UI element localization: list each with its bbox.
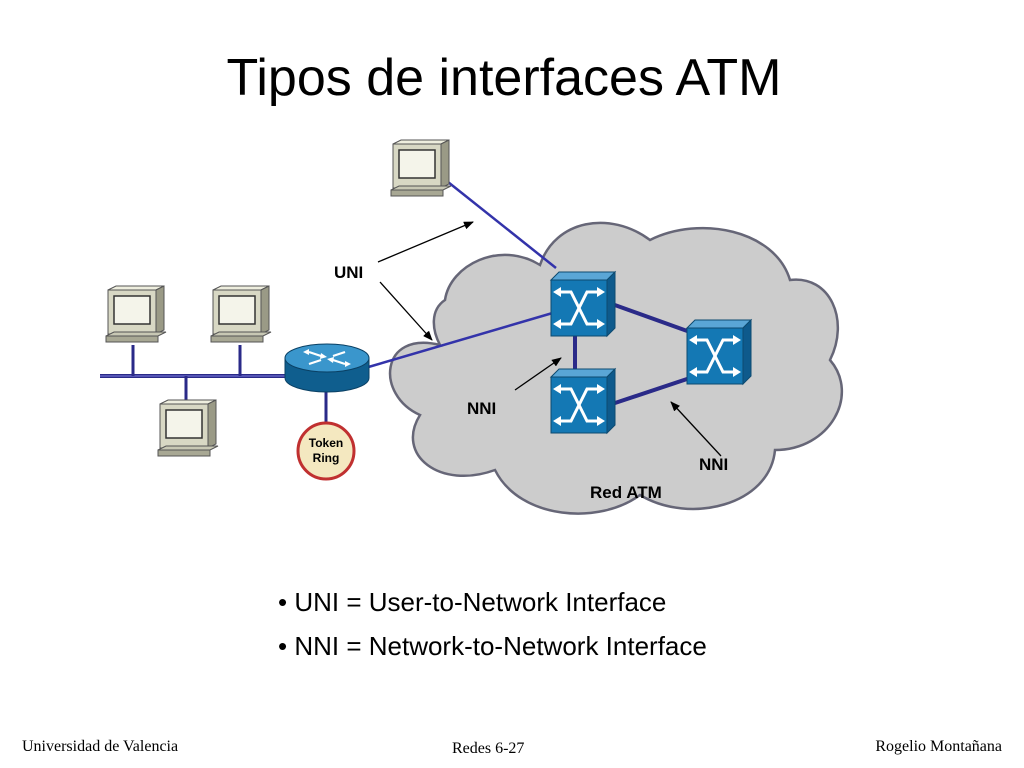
token-ring-icon: Token Ring [296, 421, 356, 481]
footer-page-number: Redes 6-27 [452, 740, 525, 757]
atm-network-cloud [388, 221, 843, 515]
nni-label-right: NNI [699, 455, 728, 474]
uni-label: UNI [334, 263, 363, 282]
token-ring-label-1: Token [309, 436, 343, 450]
nni-label-left: NNI [467, 399, 496, 418]
slide-title: Tipos de interfaces ATM [226, 49, 782, 107]
computer-icon [157, 399, 219, 457]
bullet-list: • UNI = User-to-Network Interface • NNI … [278, 584, 707, 672]
router-icon [284, 343, 370, 393]
computer-icon [105, 285, 167, 343]
token-ring-label-2: Ring [313, 451, 340, 465]
footer-institution: Universidad de Valencia [22, 738, 179, 755]
bullet-uni: • UNI = User-to-Network Interface [278, 587, 667, 617]
computer-icon [210, 285, 272, 343]
footer-author: Rogelio Montañana [875, 738, 1002, 755]
bullet-nni: • NNI = Network-to-Network Interface [278, 631, 707, 661]
atm-switch-icon [685, 318, 753, 386]
red-atm-label: Red ATM [590, 483, 662, 502]
computer-icon [390, 139, 452, 197]
atm-switch-icon [549, 270, 617, 338]
atm-switch-icon [549, 367, 617, 435]
